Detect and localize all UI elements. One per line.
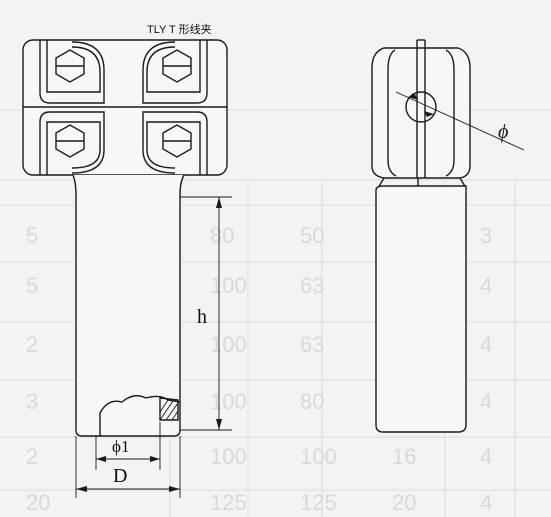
side-stem [375, 185, 467, 433]
bleed-through-cell: 100 [210, 332, 247, 357]
bleed-through-cell: 125 [210, 490, 247, 515]
bleed-through-cell: 100 [300, 444, 337, 469]
bleed-through-cell: 4 [480, 389, 492, 414]
diagram-title: TLY T 形线夹 [147, 22, 212, 36]
bleed-through-cell: 100 [210, 444, 247, 469]
bolt-housing-top-left [39, 40, 105, 104]
bleed-through-cell: 80 [210, 223, 234, 248]
front-view: h ϕ1 D [22, 39, 232, 498]
bolt-housing-bottom-left [39, 111, 105, 175]
bleed-through-cell: 63 [300, 332, 324, 357]
dimension-D: D [75, 436, 181, 498]
bleed-through-cell: 5 [26, 273, 38, 298]
hex-nut-icon [162, 49, 192, 83]
bleed-through-cell: 63 [300, 273, 324, 298]
label-phi: ϕ [498, 121, 508, 143]
dimension-phi1: ϕ1 [95, 422, 161, 470]
bleed-through-cell: 100 [210, 273, 247, 298]
dimension-phi: ϕ [395, 91, 525, 151]
bleed-through-cell: 50 [300, 223, 324, 248]
bleed-through-cell: 2 [26, 444, 38, 469]
side-head [371, 47, 471, 179]
clamp-stem [72, 174, 185, 437]
bleed-through-cell: 100 [210, 389, 247, 414]
bleed-through-cell: 2 [26, 332, 38, 357]
bleed-through-cell: 4 [480, 444, 492, 469]
bleed-through-cell: 3 [480, 223, 492, 248]
bleed-through-cell: 80 [300, 389, 324, 414]
conductor-hole [405, 91, 437, 123]
label-phi1: ϕ1 [112, 437, 129, 456]
bleed-through-cell: 3 [26, 389, 38, 414]
bleed-through-cell: 20 [26, 490, 50, 515]
bolt-housing-bottom-right [142, 111, 208, 175]
bleed-through-cell: 4 [480, 490, 492, 515]
hex-nut-icon [55, 49, 85, 83]
dimension-h: h [180, 196, 232, 431]
hex-nut-icon [55, 124, 85, 158]
bleed-through-cell: 4 [480, 273, 492, 298]
bleed-through-cell: 125 [300, 490, 337, 515]
bolt-housing-top-right [142, 40, 208, 104]
label-D: D [113, 465, 127, 487]
bleed-through-cell: 16 [392, 444, 416, 469]
bleed-through-cell: 4 [480, 332, 492, 357]
bleed-through-cell: 20 [392, 490, 416, 515]
bleed-through-cell: 5 [26, 223, 38, 248]
hex-nut-icon [162, 124, 192, 158]
label-h: h [197, 306, 207, 328]
side-view: ϕ [371, 39, 525, 433]
section-cutaway [99, 395, 181, 436]
